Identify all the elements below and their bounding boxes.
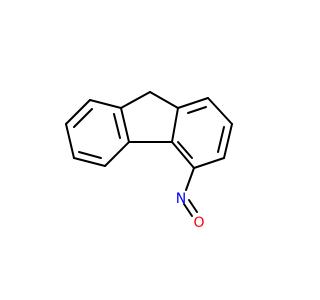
bond (120, 91, 151, 109)
double-bond-inner (73, 108, 93, 128)
bond (89, 99, 122, 109)
structure-canvas: N O (65, 91, 233, 231)
nitrogen-atom-label: N (176, 191, 186, 207)
double-bond-inner (187, 106, 207, 114)
bond-n-o (183, 203, 193, 217)
bond (177, 97, 209, 109)
bond (149, 91, 179, 109)
bond (65, 123, 75, 159)
bond (120, 107, 130, 143)
bond (104, 141, 130, 167)
molecule-diagram: N O (65, 91, 233, 231)
oxygen-atom-label: O (193, 215, 204, 231)
bond (65, 99, 91, 125)
bond-lines (65, 91, 233, 217)
bond (223, 123, 233, 159)
double-bond-inner (217, 126, 225, 153)
bond (171, 107, 179, 143)
bond (73, 157, 106, 167)
double-bond-inner (177, 141, 193, 159)
double-bond-inner (78, 151, 102, 159)
double-bond-inner (113, 113, 121, 139)
bond (171, 141, 195, 169)
bond (207, 97, 233, 125)
bond-n-o-double (188, 199, 198, 213)
bond-c-n (185, 167, 195, 191)
bond (193, 157, 225, 169)
